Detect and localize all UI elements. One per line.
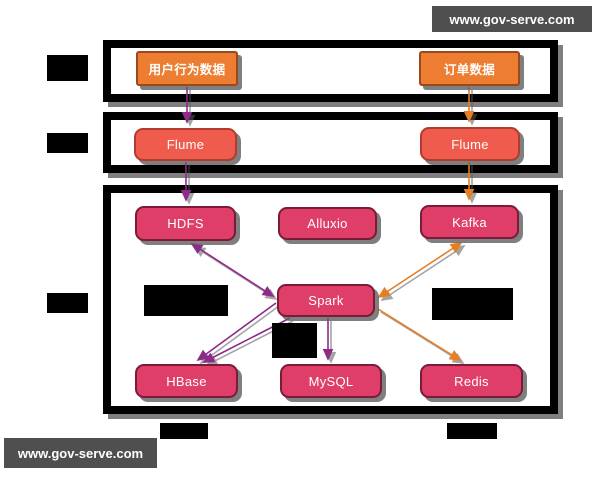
watermark-text: www.gov-serve.com bbox=[449, 11, 575, 27]
redacted-label-collection-layer bbox=[47, 133, 88, 153]
redacted-label-below-spark bbox=[272, 323, 317, 358]
node-user-behavior-data: 用户行为数据 bbox=[136, 51, 238, 86]
node-label: Flume bbox=[166, 137, 205, 152]
node-label: Kafka bbox=[452, 214, 487, 230]
node-hdfs: HDFS bbox=[135, 206, 236, 241]
watermark-bottom-left: www.gov-serve.com bbox=[4, 438, 157, 468]
node-label: HBase bbox=[166, 373, 207, 389]
node-label: 用户行为数据 bbox=[148, 63, 226, 77]
redacted-label-right-of-spark bbox=[432, 288, 513, 320]
watermark-top-right: www.gov-serve.com bbox=[432, 6, 592, 32]
node-label: MySQL bbox=[308, 373, 354, 389]
node-label: 订单数据 bbox=[443, 63, 496, 77]
watermark-text: www.gov-serve.com bbox=[17, 445, 144, 461]
node-order-data: 订单数据 bbox=[419, 51, 520, 86]
node-redis: Redis bbox=[420, 364, 523, 398]
redacted-label-bottom-right bbox=[447, 423, 497, 439]
redacted-label-source-layer bbox=[47, 55, 88, 81]
node-mysql: MySQL bbox=[280, 364, 382, 398]
node-flume-right: Flume bbox=[420, 127, 520, 161]
node-label: Spark bbox=[308, 293, 344, 308]
node-alluxio: Alluxio bbox=[278, 207, 377, 240]
redacted-label-processing-layer bbox=[47, 293, 88, 313]
node-hbase: HBase bbox=[135, 364, 238, 398]
node-spark: Spark bbox=[277, 284, 375, 317]
node-label: Flume bbox=[451, 136, 489, 152]
node-label: Redis bbox=[454, 373, 489, 389]
node-label: Alluxio bbox=[307, 216, 348, 231]
node-kafka: Kafka bbox=[420, 205, 519, 239]
node-flume-left: Flume bbox=[134, 128, 237, 161]
redacted-label-left-of-spark bbox=[144, 285, 228, 316]
redacted-label-bottom-left bbox=[160, 423, 208, 439]
node-label: HDFS bbox=[167, 216, 204, 231]
